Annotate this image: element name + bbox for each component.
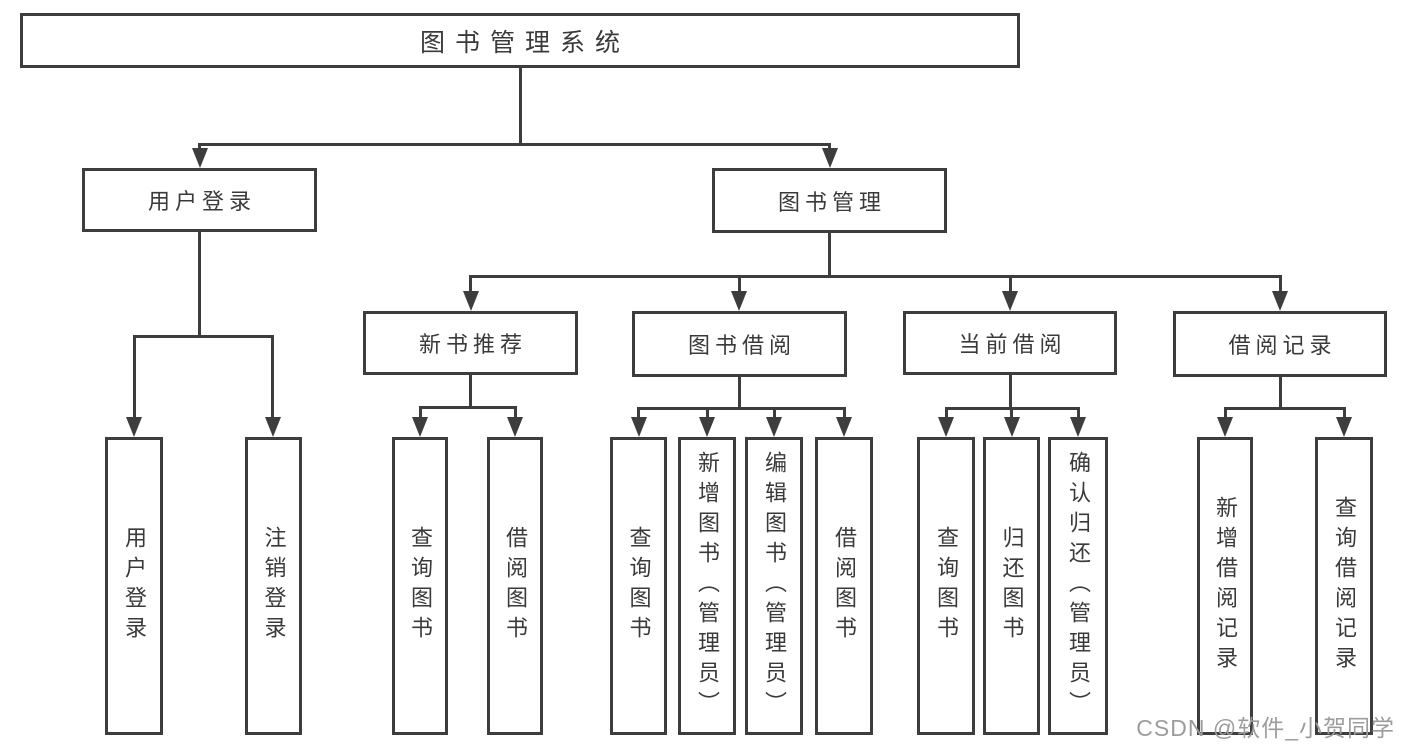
connector-stub [271,335,274,420]
connector-stub [1076,407,1080,420]
connector-stub [1223,407,1227,420]
connector-current-trunk [1008,375,1012,407]
arrow-down-icon [836,417,852,437]
arrow-down-icon [1003,417,1020,437]
node-leaf-query-books-2: 查询图书 [610,437,667,735]
connector-stub [842,407,846,420]
arrow-down-icon [126,417,142,437]
arrow-down-icon [191,148,208,168]
connector-stub [637,407,640,420]
connector-stub [132,335,136,420]
connector-root-trunk [518,68,522,143]
connector-borrowing-crossbar [637,407,846,410]
arrow-down-icon [264,417,281,437]
connector-stub [198,143,201,152]
connector-stub [469,275,472,294]
node-book-borrowing: 图书借阅 [632,311,847,377]
connector-bookmgmt-trunk [828,232,831,275]
connector-newbook-crossbar [418,406,517,409]
arrow-down-icon [766,417,782,437]
node-leaf-query-borrow-record: 查询借阅记录 [1315,437,1373,735]
arrow-down-icon [1217,417,1233,437]
arrow-down-icon [462,291,479,311]
node-leaf-add-books-admin: 新增图书（管理员） [678,437,736,735]
connector-stub [1278,275,1282,294]
connector-newbook-trunk [469,375,472,406]
connector-stub [513,406,517,420]
arrow-down-icon [699,417,715,437]
connector-stub [772,407,776,420]
connector-stub [705,407,709,420]
node-leaf-borrow-books-2: 借阅图书 [815,437,873,735]
connector-stub [828,143,831,152]
arrow-down-icon [1272,291,1288,311]
connector-userlogin-crossbar [132,335,274,338]
node-leaf-add-borrow-record: 新增借阅记录 [1197,437,1253,735]
connector-bookmgmt-crossbar [469,275,1282,278]
arrow-down-icon [731,291,747,311]
arrow-down-icon [1070,417,1086,437]
connector-stub [944,407,948,420]
arrow-down-icon [1002,291,1018,311]
arrow-down-icon [630,417,647,437]
node-user-login: 用户登录 [82,168,317,232]
csdn-watermark: CSDN @软件_小贺同学 [1136,715,1395,741]
node-leaf-return-books: 归还图书 [983,437,1040,735]
connector-stub [1008,275,1012,294]
arrow-down-icon [821,148,838,168]
node-leaf-logout: 注销登录 [245,437,302,735]
connector-records-trunk [1278,377,1282,407]
node-leaf-user-login: 用户登录 [105,437,163,735]
arrow-down-icon [412,417,428,437]
connector-userlogin-trunk [198,232,201,335]
node-leaf-query-books-3: 查询图书 [917,437,975,735]
arrow-down-icon [507,417,523,437]
node-root: 图书管理系统 [20,13,1020,68]
node-leaf-confirm-return-admin: 确认归还（管理员） [1048,437,1108,735]
node-leaf-borrow-books-1: 借阅图书 [487,437,543,735]
connector-stub [737,275,741,294]
connector-stub [1342,407,1346,420]
node-borrowing-records: 借阅记录 [1173,311,1387,377]
node-leaf-query-books-1: 查询图书 [392,437,448,735]
node-current-borrowing: 当前借阅 [903,311,1117,375]
arrow-down-icon [1336,417,1352,437]
connector-stub [1010,407,1013,420]
connector-borrowing-trunk [738,377,741,407]
connector-records-crossbar [1223,407,1344,410]
connector-stub [418,406,422,420]
connector-root-crossbar [198,143,831,146]
node-book-management: 图书管理 [712,168,947,233]
arrow-down-icon [938,417,954,437]
node-leaf-edit-books-admin: 编辑图书（管理员） [745,437,803,735]
node-new-book-recommend: 新书推荐 [363,311,578,375]
